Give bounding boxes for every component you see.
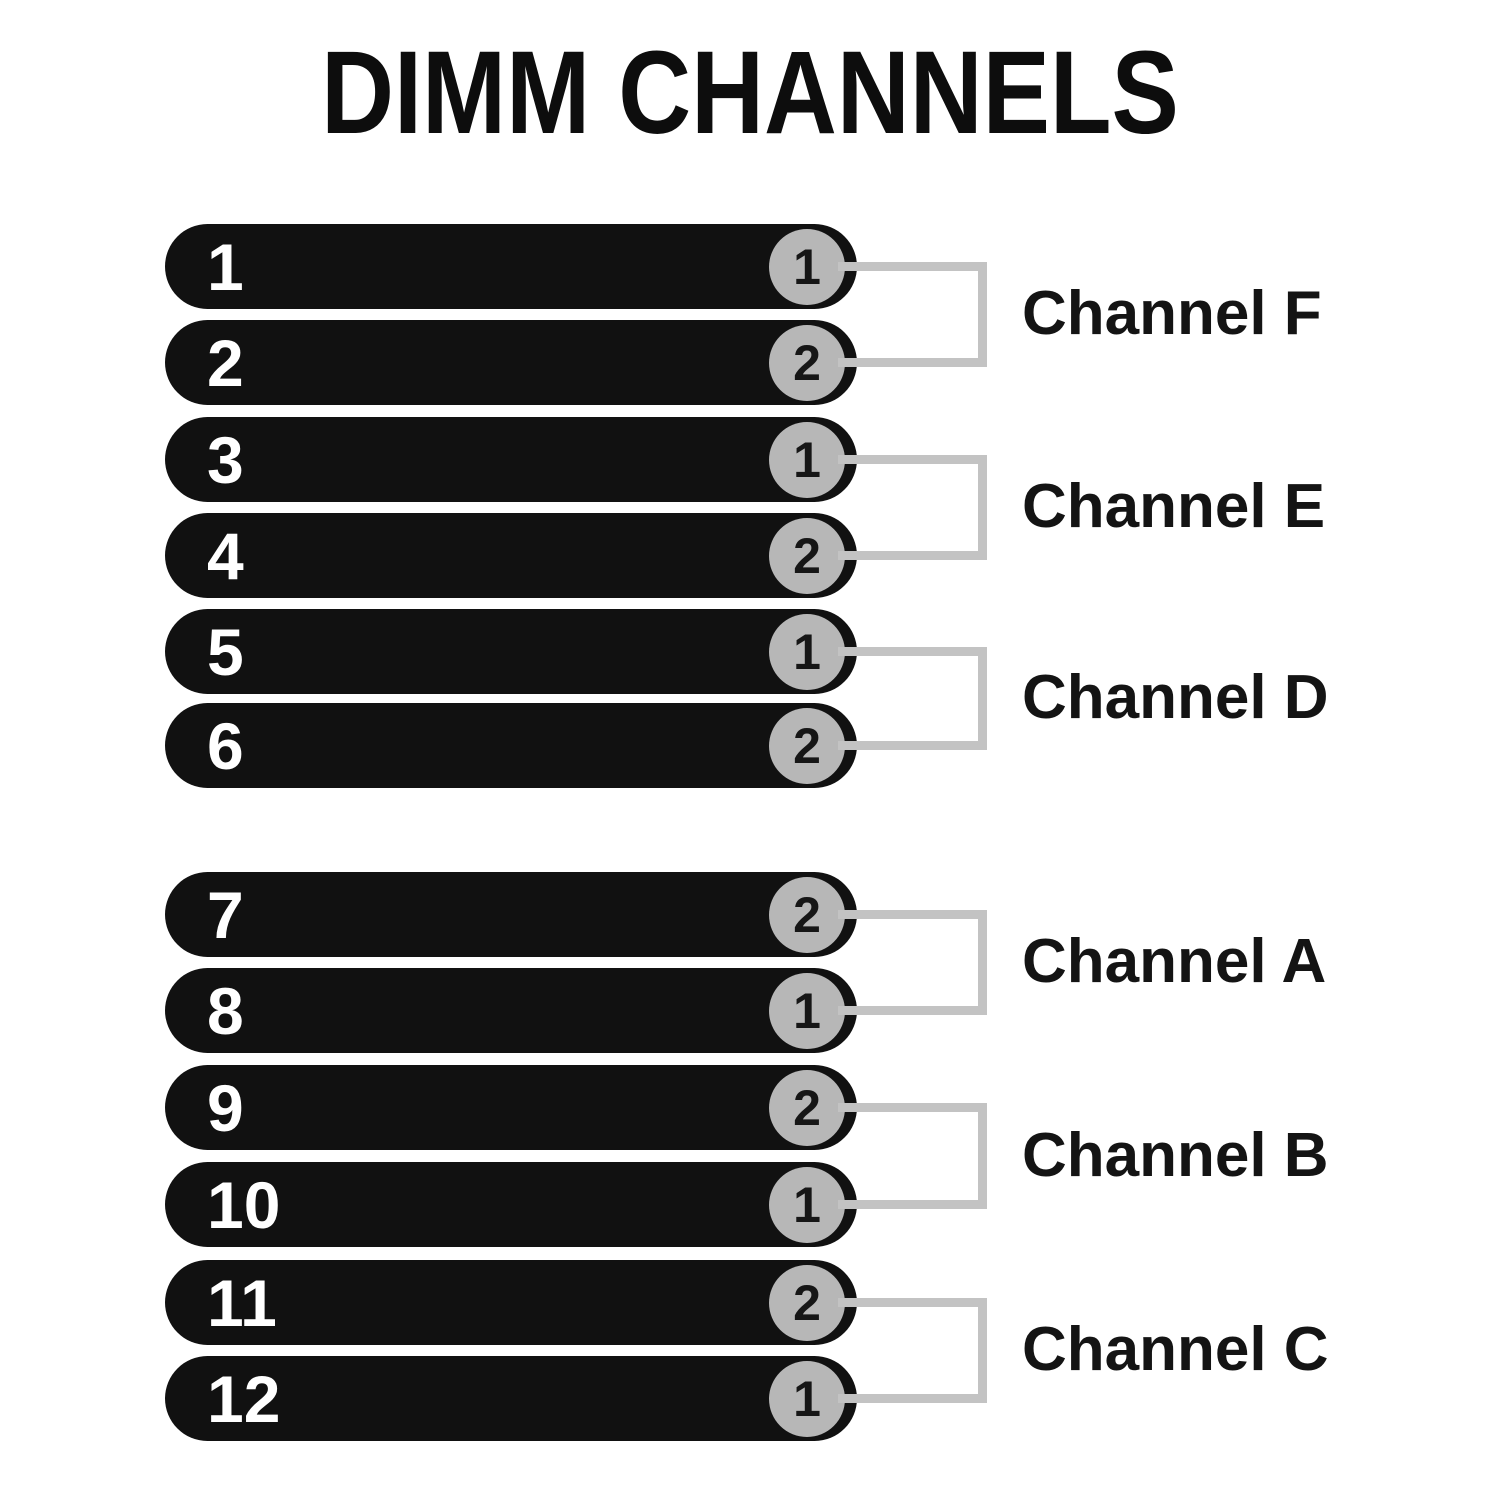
- dimm-slot-bar-4: 4 2: [165, 513, 857, 598]
- slot-number-label: 2: [207, 325, 244, 400]
- slot-number-label: 5: [207, 614, 244, 689]
- slot-number-label: 1: [207, 229, 244, 304]
- channel-label: Channel C: [1022, 1315, 1329, 1384]
- slot-number-label: 4: [207, 518, 244, 593]
- slot-number-label: 8: [207, 973, 244, 1048]
- slot-number-label: 9: [207, 1070, 244, 1145]
- connector-line-top: [838, 910, 987, 919]
- dimm-badge: 1: [769, 421, 845, 498]
- slot-number-label: 7: [207, 877, 244, 952]
- connector-line-vertical: [978, 910, 987, 1015]
- connector-line-vertical: [978, 647, 987, 750]
- channel-label: Channel D: [1022, 663, 1329, 732]
- dimm-slot-bar-5: 5 1: [165, 609, 857, 694]
- dimm-badge: 2: [769, 517, 845, 594]
- dimm-slot-bar-9: 9 2: [165, 1065, 857, 1150]
- slot-number-label: 10: [207, 1167, 281, 1242]
- channel-label: Channel E: [1022, 472, 1326, 541]
- connector-line-vertical: [978, 1103, 987, 1209]
- connector-line-vertical: [978, 262, 987, 367]
- dimm-badge: 2: [769, 1264, 845, 1341]
- dimm-slot-bar-11: 11 2: [165, 1260, 857, 1345]
- dimm-slot-bar-7: 7 2: [165, 872, 857, 957]
- connector-line-bottom: [838, 1006, 987, 1015]
- page-title: DIMM CHANNELS: [321, 26, 1179, 159]
- channel-label: Channel B: [1022, 1121, 1329, 1190]
- dimm-badge: 2: [769, 324, 845, 401]
- dimm-slot-bar-3: 3 1: [165, 417, 857, 502]
- connector-line-top: [838, 455, 987, 464]
- connector-line-vertical: [978, 1298, 987, 1403]
- connector-line-bottom: [838, 551, 987, 560]
- slot-number-label: 11: [207, 1265, 277, 1340]
- dimm-slot-bar-1: 1 1: [165, 224, 857, 309]
- dimm-badge: 1: [769, 613, 845, 690]
- dimm-slot-bar-6: 6 2: [165, 703, 857, 788]
- connector-line-top: [838, 1298, 987, 1307]
- dimm-slot-bar-10: 10 1: [165, 1162, 857, 1247]
- dimm-slot-bar-2: 2 2: [165, 320, 857, 405]
- dimm-badge: 2: [769, 1069, 845, 1146]
- slot-number-label: 12: [207, 1361, 281, 1436]
- connector-line-top: [838, 262, 987, 271]
- connector-line-vertical: [978, 455, 987, 560]
- connector-line-top: [838, 1103, 987, 1112]
- slot-number-label: 6: [207, 708, 244, 783]
- dimm-badge: 2: [769, 876, 845, 953]
- connector-line-bottom: [838, 741, 987, 750]
- dimm-badge: 1: [769, 228, 845, 305]
- connector-line-bottom: [838, 358, 987, 367]
- channel-label: Channel A: [1022, 927, 1327, 996]
- connector-line-bottom: [838, 1200, 987, 1209]
- dimm-badge: 1: [769, 972, 845, 1049]
- dimm-badge: 2: [769, 707, 845, 784]
- slot-number-label: 3: [207, 422, 244, 497]
- dimm-badge: 1: [769, 1166, 845, 1243]
- channel-label: Channel F: [1022, 279, 1322, 348]
- connector-line-bottom: [838, 1394, 987, 1403]
- dimm-badge: 1: [769, 1360, 845, 1437]
- dimm-slot-bar-12: 12 1: [165, 1356, 857, 1441]
- connector-line-top: [838, 647, 987, 656]
- dimm-slot-bar-8: 8 1: [165, 968, 857, 1053]
